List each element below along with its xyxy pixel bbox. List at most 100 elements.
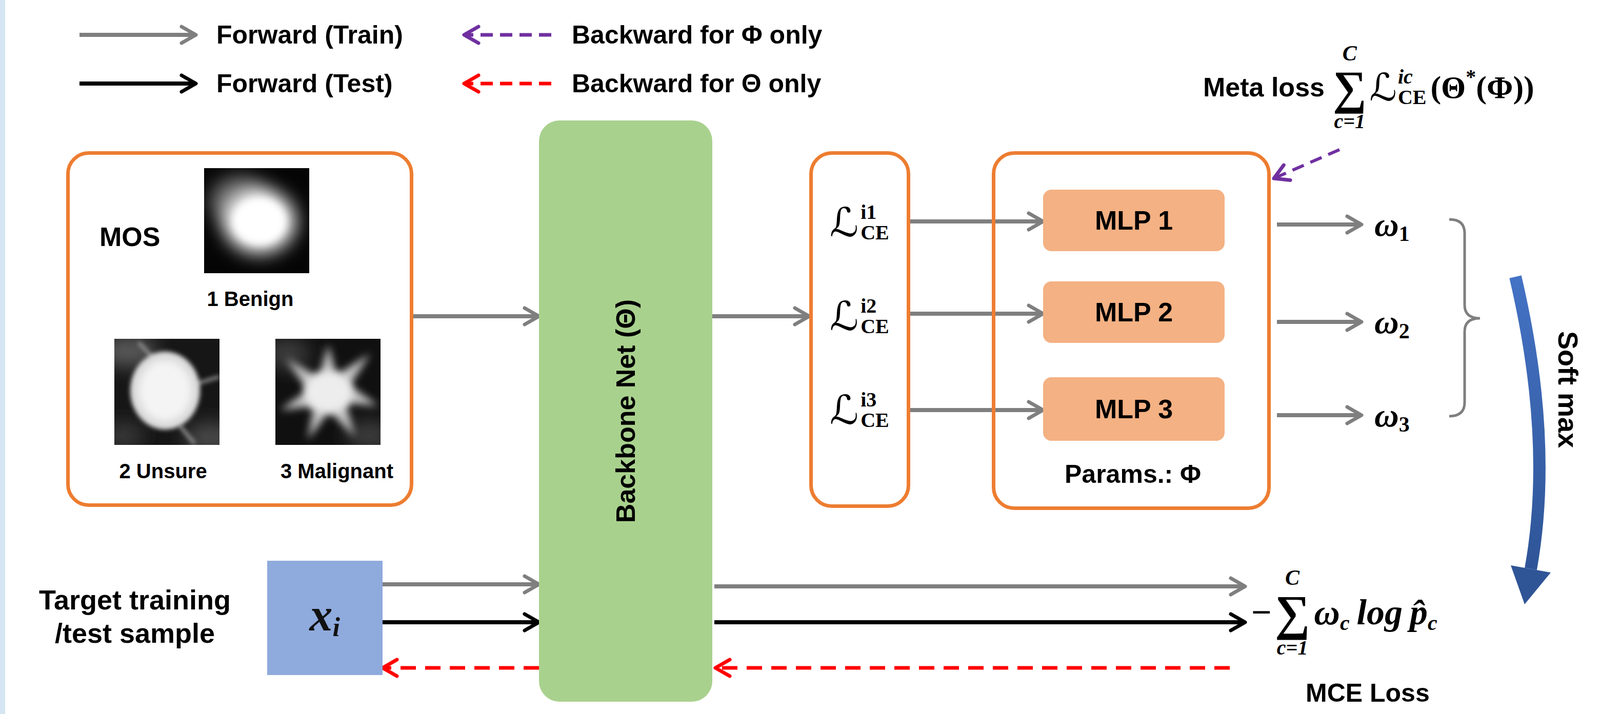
text-label: CE xyxy=(860,222,890,244)
text-label: i1 xyxy=(860,202,877,223)
text-group: MLP 1 xyxy=(1094,207,1173,234)
text-group: MLP 3 xyxy=(1094,395,1173,423)
script-stack: i1CE xyxy=(860,202,890,244)
text-group: ℒi3CE xyxy=(829,389,890,431)
text-label: 2 Unsure xyxy=(119,461,208,482)
script-stack: i2CE xyxy=(860,295,890,337)
text-label: c xyxy=(1340,612,1350,634)
mlp-box: MLP 1 xyxy=(1043,189,1225,252)
text-label: i2 xyxy=(860,295,877,317)
flow-arrow xyxy=(382,582,539,587)
loss-box: ℒi1CEℒi2CEℒi3CE xyxy=(809,151,911,509)
flow-arrow xyxy=(413,314,539,319)
malignant-nodule-image xyxy=(275,338,381,446)
text-label: Backbone Net (Θ) xyxy=(612,299,639,524)
weight-arrow xyxy=(1276,320,1362,325)
text-label: i3 xyxy=(860,389,877,411)
text-group: xi xyxy=(309,592,340,639)
text-label: Target training /test sample xyxy=(22,583,248,651)
mlp-box: MLP 2 xyxy=(1043,281,1225,344)
text-label: MLP 2 xyxy=(1094,298,1173,326)
text-label: 3 Malignant xyxy=(280,461,394,482)
text-label: ∑ xyxy=(1274,588,1310,638)
flow-arrow xyxy=(910,311,1044,316)
script-stack: i3CE xyxy=(860,389,890,431)
text-label: − xyxy=(1251,594,1272,631)
text-label: i xyxy=(332,614,340,642)
mos-panel: MOS 1 Benign 2 Unsure 3 Malignant xyxy=(66,151,414,508)
text-group: −C∑c=1ωclogp̂c xyxy=(1251,567,1438,659)
legend-sample xyxy=(79,32,196,37)
unsure-nodule-image xyxy=(114,338,220,446)
train-forward-arrow xyxy=(714,584,1246,589)
backward-theta-arrow xyxy=(715,666,1230,671)
mlp-box: MLP 3 xyxy=(1043,377,1225,442)
legend-text: Backward for Θ only xyxy=(571,70,822,97)
softmax-arrow-head xyxy=(1510,565,1551,605)
text-label: MCE Loss xyxy=(1305,680,1430,707)
text-group: Target training /test sample xyxy=(22,583,248,651)
page-edge-band xyxy=(0,0,6,714)
text-label: MLP 3 xyxy=(1094,395,1173,423)
text-group: MLP 2 xyxy=(1094,298,1173,326)
text-label: ω xyxy=(1313,594,1340,631)
text-label: log xyxy=(1356,594,1403,631)
text-group: Soft max xyxy=(1554,331,1583,449)
flow-arrow xyxy=(382,620,539,625)
connector-layer xyxy=(382,221,1044,669)
text-label: c=1 xyxy=(1276,637,1309,659)
softmax-arrow-body xyxy=(1515,276,1540,570)
text-group: Params.: Φ xyxy=(1064,461,1202,488)
legend-text: Forward (Train) xyxy=(216,22,404,48)
text-label: ℒ xyxy=(829,390,859,431)
test-forward-arrow xyxy=(714,620,1246,625)
text-label: ℒ xyxy=(829,296,859,337)
text-label: Params.: Φ xyxy=(1064,461,1202,488)
text-label: CE xyxy=(860,410,890,431)
text-label: 2 xyxy=(1398,320,1410,343)
text-label: 1 Benign xyxy=(207,288,294,310)
text-label: Meta loss xyxy=(1203,73,1325,101)
text-label: ℒ xyxy=(1369,68,1397,107)
text-label: (Θ xyxy=(1430,71,1466,104)
text-group: ℒi2CE xyxy=(829,295,890,337)
legend-sample xyxy=(464,33,552,37)
legend-sample xyxy=(464,82,552,86)
meta-net-box: Params.: Φ MLP 1 MLP 2 MLP 3 xyxy=(991,151,1271,511)
text-label: Soft max xyxy=(1554,331,1583,449)
text-group: MCE Loss xyxy=(1305,680,1430,707)
weight-arrow xyxy=(1276,222,1362,227)
text-label: ∑ xyxy=(1332,64,1367,112)
softmax-arrow xyxy=(1510,276,1551,605)
text-label: 3 xyxy=(1398,413,1410,436)
legend-text: Forward (Test) xyxy=(216,70,393,97)
weights-bracket xyxy=(1449,219,1480,417)
flow-arrow xyxy=(712,314,810,319)
text-label: (Φ)) xyxy=(1475,71,1534,104)
text-label: C xyxy=(1285,567,1300,589)
text-label: CE xyxy=(860,316,890,337)
text-group: ℒi1CE xyxy=(829,202,890,244)
text-label: MOS xyxy=(99,223,160,251)
flow-arrow xyxy=(910,408,1044,413)
text-label: ℒ xyxy=(829,202,859,243)
flow-arrow xyxy=(910,219,1044,224)
text-group: MOS xyxy=(99,223,160,251)
text-label: C xyxy=(1342,42,1357,65)
text-label: c xyxy=(1427,612,1438,634)
text-group: ω2 xyxy=(1374,305,1410,339)
weight-arrows xyxy=(1276,224,1362,416)
text-label: CE xyxy=(1397,87,1427,108)
text-group: 3 Malignant xyxy=(280,461,394,482)
text-label: x xyxy=(309,592,333,639)
weight-arrow xyxy=(1276,413,1362,418)
sample-box: Target training /test samplexi xyxy=(267,561,383,676)
text-label: c=1 xyxy=(1334,111,1366,132)
backbone-box: Backbone Net (Θ) xyxy=(538,120,713,703)
benign-nodule-image xyxy=(204,168,310,274)
text-label: ω xyxy=(1374,398,1399,433)
script-stack: icCE xyxy=(1397,66,1427,108)
text-label: 1 xyxy=(1398,223,1410,245)
legend-sample xyxy=(79,81,196,86)
